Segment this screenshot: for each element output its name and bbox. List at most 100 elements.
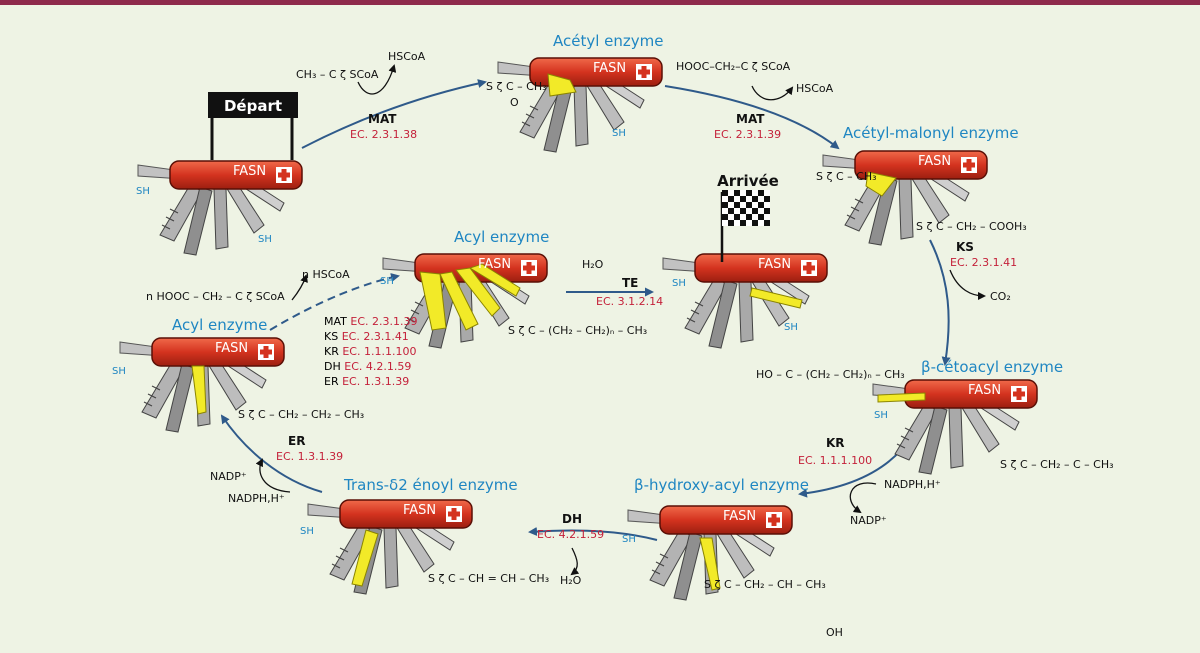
flag-square (764, 214, 770, 220)
ec-te: EC. 3.1.2.14 (596, 295, 664, 308)
flag-square (728, 214, 734, 220)
flag-square (752, 208, 758, 214)
chem-nadp-1: NADP⁺ (850, 514, 887, 527)
chem-nadp-2: NADP⁺ (210, 470, 247, 483)
flag-square (734, 208, 740, 214)
summary-row: KS EC. 2.3.1.41 (324, 330, 409, 343)
stage-acetyl: Acétyl enzyme (553, 32, 664, 50)
flag-square (746, 214, 752, 220)
flag-square (752, 214, 758, 220)
knife-label-ketoacyl: FASN (968, 383, 1002, 398)
sh-label: SH (784, 322, 798, 333)
flag-square (752, 202, 758, 208)
flag-square (758, 214, 764, 220)
flag-square (728, 208, 734, 214)
chem-acetyl-thioester-2: S ζ C – CH₃ (816, 170, 877, 183)
flag-square (764, 202, 770, 208)
enzyme-er: ER (288, 434, 306, 448)
flag-square (758, 190, 764, 196)
chem-oh: OH (826, 626, 843, 639)
top-border (0, 0, 1200, 5)
flag-square (722, 196, 728, 202)
enzyme-ks: KS (956, 240, 974, 254)
flag-square (734, 190, 740, 196)
knife-label-start: FASN (233, 164, 267, 179)
flag-square (728, 196, 734, 202)
ec-ks: EC. 2.3.1.41 (950, 256, 1018, 269)
chem-enoyl: S ζ C – CH = CH – CH₃ (428, 572, 550, 585)
sh-label: SH (258, 234, 272, 245)
knife-label-enoyl: FASN (403, 503, 437, 518)
flag-square (722, 208, 728, 214)
chem-nadph-2: NADPH,H⁺ (228, 492, 285, 505)
ec-mat2: EC. 2.3.1.39 (714, 128, 782, 141)
knife-label-acetyl: FASN (593, 61, 627, 76)
chem-acetylcoa: CH₃ – C ζ SCoA (296, 68, 379, 81)
sh-label: SH (874, 410, 888, 421)
flag-square (728, 202, 734, 208)
flag-square (752, 190, 758, 196)
fasn-knife-finish (662, 253, 828, 349)
flag-square (740, 190, 746, 196)
flag-square (758, 220, 764, 226)
flag-square (764, 208, 770, 214)
sh-label: SH (112, 366, 126, 377)
chem-butyryl: S ζ C – CH₂ – CH₂ – CH₃ (238, 408, 365, 421)
chem-n-hscoa: n HSCoA (302, 268, 350, 281)
stage-ketoacyl: β-cétoacyl enzyme (921, 358, 1064, 376)
enzyme-mat2: MAT (736, 112, 765, 126)
flag-square (740, 202, 746, 208)
knife-label-acyl-center: FASN (478, 257, 512, 272)
sh-label: SH (622, 534, 636, 545)
flag-square (758, 208, 764, 214)
ec-dh: EC. 4.2.1.59 (537, 528, 605, 541)
summary-row: DH EC. 4.2.1.59 (324, 360, 412, 373)
knife-label-acetyl-malonyl: FASN (918, 154, 952, 169)
chem-hydroxyacyl: S ζ C – CH₂ – CH – CH₃ (704, 578, 826, 591)
finish-flag-label: Arrivée (717, 172, 779, 190)
flag-square (734, 220, 740, 226)
flag-square (722, 190, 728, 196)
flag-square (758, 202, 764, 208)
enzyme-mat1: MAT (368, 112, 397, 126)
chem-h2o: H₂O (560, 574, 582, 587)
chem-hscoa-1: HSCoA (388, 50, 426, 63)
sh-label: SH (672, 278, 686, 289)
chem-malonylcoa: HOOC–CH₂–C ζ SCoA (676, 60, 791, 73)
enzyme-dh: DH (562, 512, 583, 526)
flag-square (746, 190, 752, 196)
knife-label-finish: FASN (758, 257, 792, 272)
enzyme-summary: MAT EC. 2.3.1.39 KS EC. 2.3.1.41 KR EC. … (324, 314, 418, 389)
flag-square (764, 220, 770, 226)
chem-malonyl-thioester: S ζ C – CH₂ – COOH₃ (916, 220, 1027, 233)
ec-er: EC. 1.3.1.39 (276, 450, 344, 463)
sh-label: SH (612, 128, 626, 139)
flag-square (746, 202, 752, 208)
flag-square (740, 214, 746, 220)
enzyme-kr: KR (826, 436, 845, 450)
fasn-knife-start (137, 160, 303, 256)
summary-row: ER EC. 1.3.1.39 (324, 375, 410, 388)
flag-square (722, 214, 728, 220)
flag-square (746, 220, 752, 226)
chem-h2o-te: H₂O (582, 258, 604, 271)
chem-nadph-1: NADPH,H⁺ (884, 478, 941, 491)
start-sign (208, 92, 298, 118)
chem-ketoacyl: S ζ C – CH₂ – C – CH₃ (1000, 458, 1114, 471)
ec-mat1: EC. 2.3.1.38 (350, 128, 418, 141)
flag-square (722, 202, 728, 208)
chem-hscoa-2: HSCoA (796, 82, 834, 95)
stage-acyl-left: Acyl enzyme (172, 316, 268, 334)
sh-label: SH (380, 276, 394, 287)
chem-fatty-acid: HO – C – (CH₂ – CH₂)ₙ – CH₃ (756, 368, 905, 381)
stage-acyl-center: Acyl enzyme (454, 228, 550, 246)
flag-square (734, 202, 740, 208)
flag-square (746, 196, 752, 202)
chem-acyl-chain: S ζ C – (CH₂ – CH₂)ₙ – CH₃ (508, 324, 648, 337)
flag-square (764, 190, 770, 196)
fasn-knife-acetyl (497, 57, 663, 153)
flag-square (740, 196, 746, 202)
sh-label: SH (136, 186, 150, 197)
flag-square (746, 208, 752, 214)
flag-square (734, 214, 740, 220)
